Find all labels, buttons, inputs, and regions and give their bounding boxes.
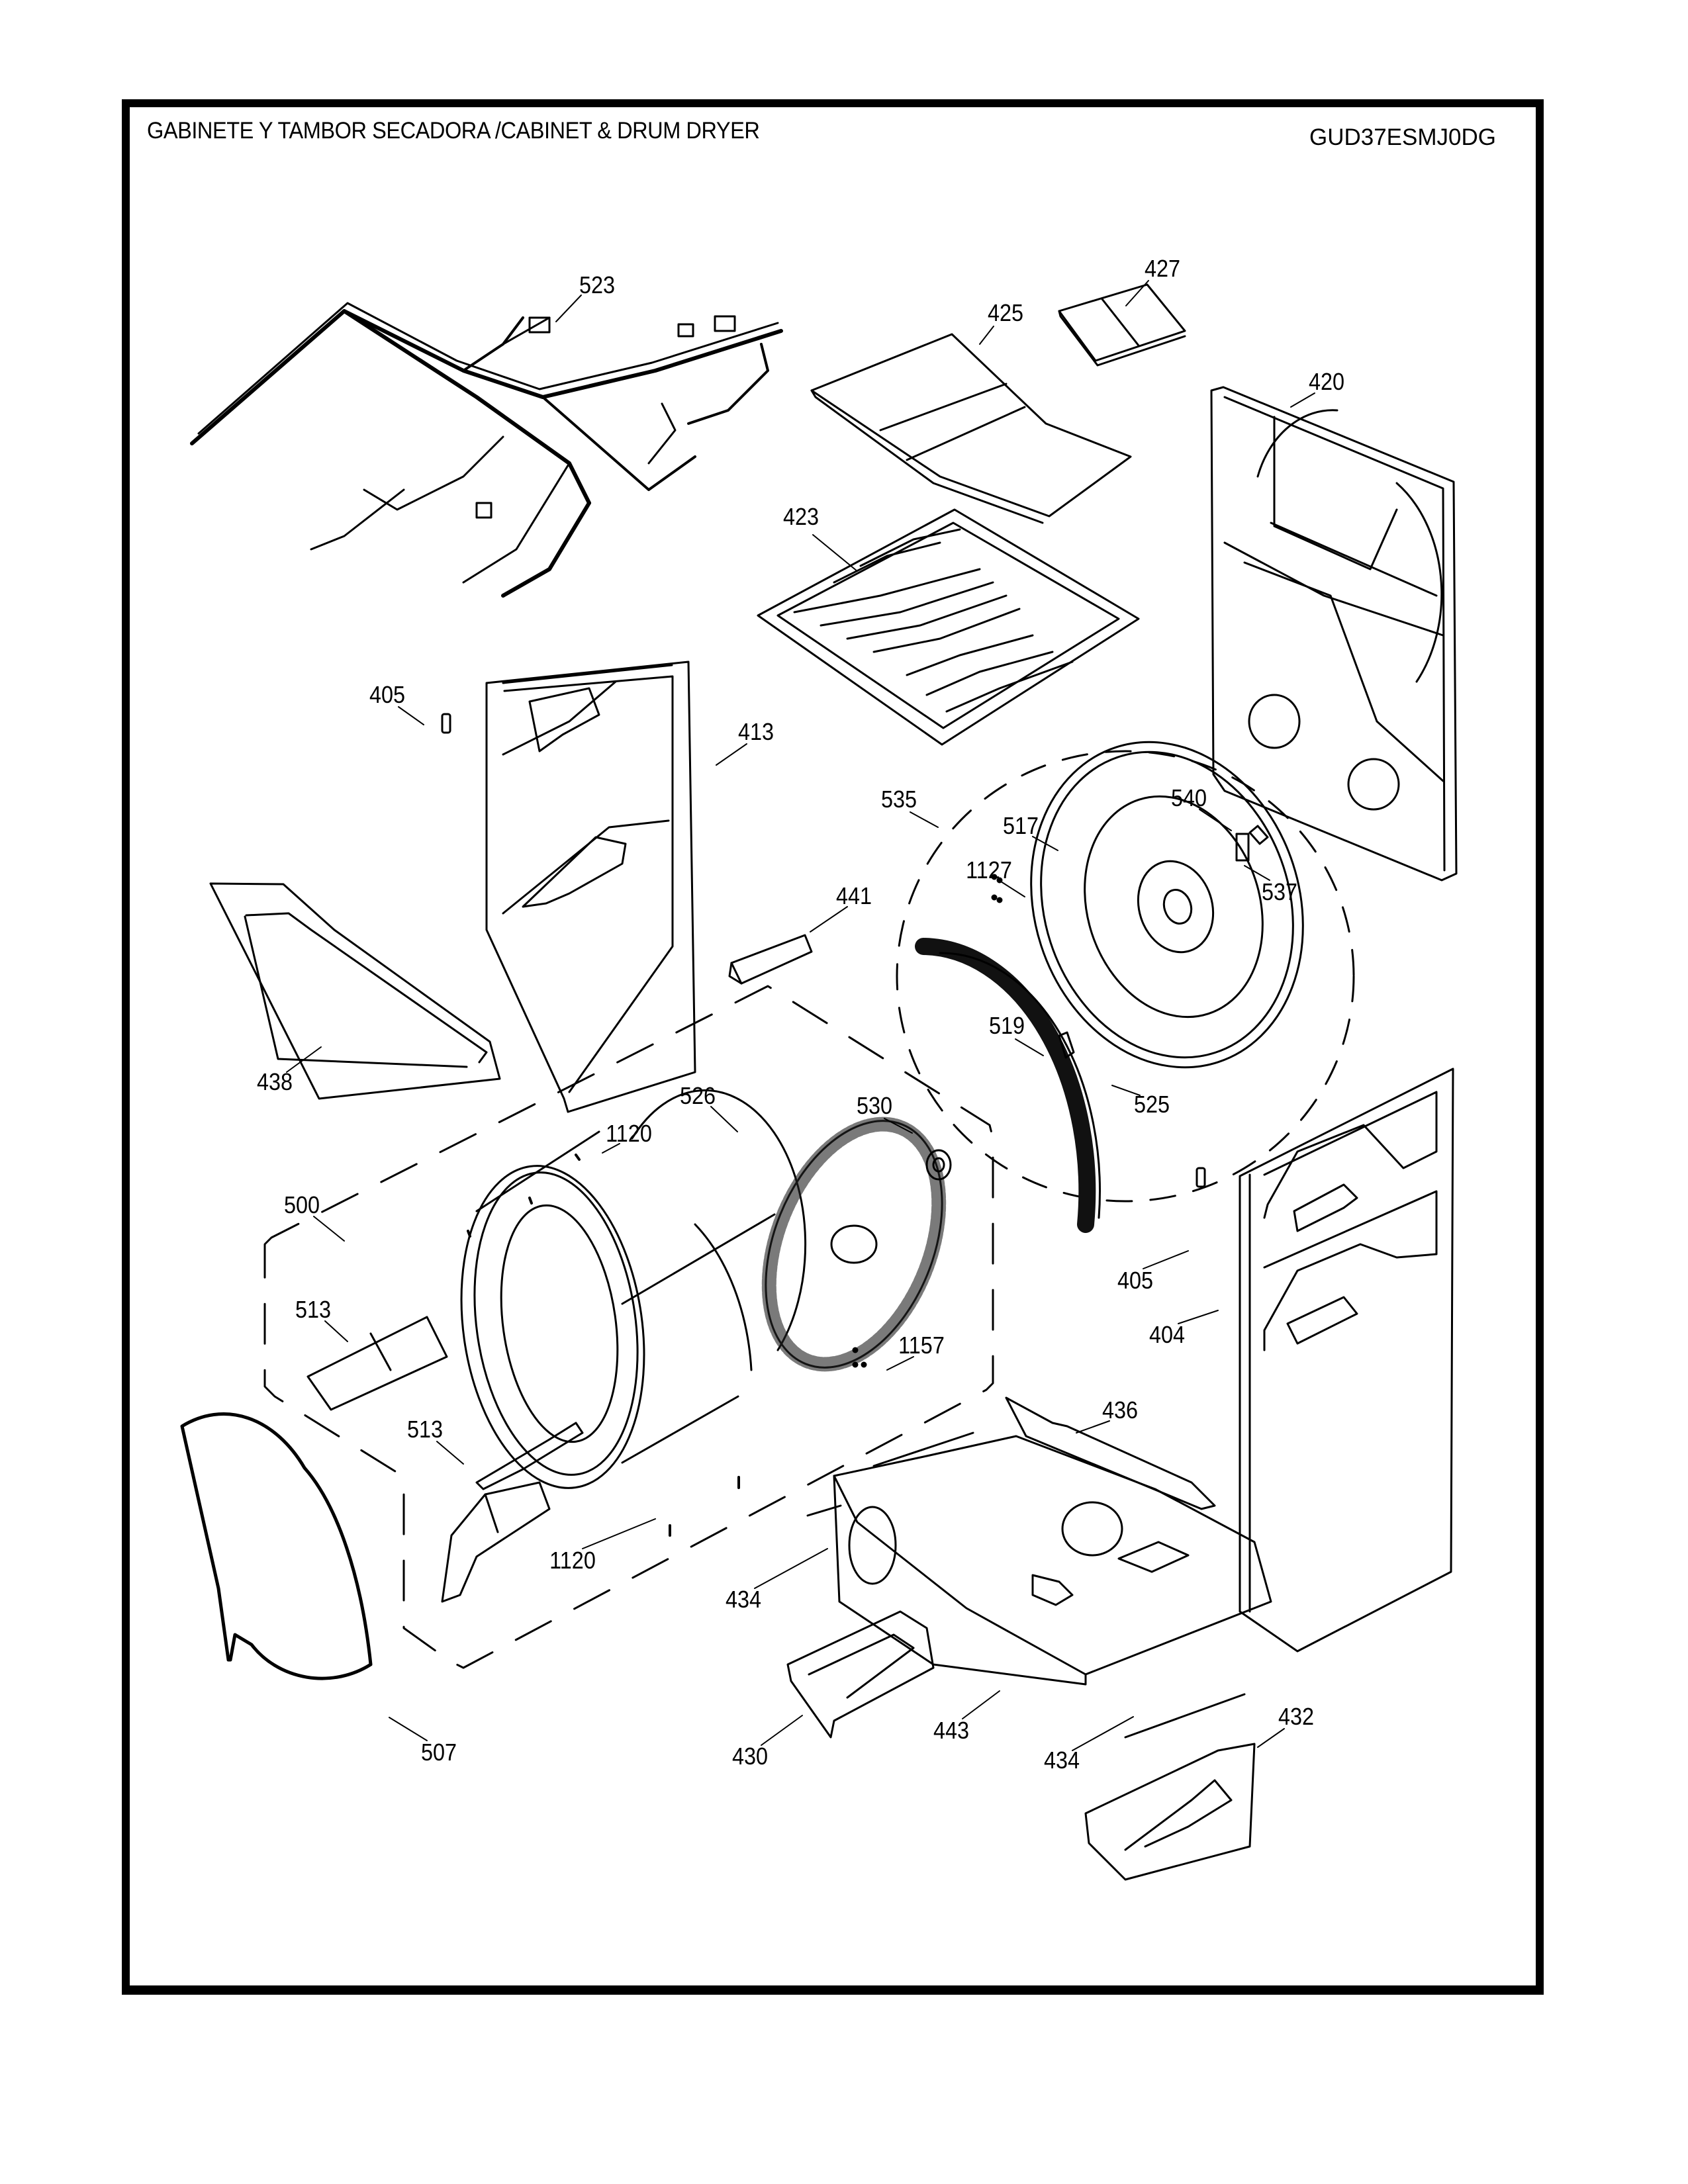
callout-405-left: 405 bbox=[369, 681, 406, 708]
callout-519: 519 bbox=[988, 1012, 1025, 1039]
callout-500: 500 bbox=[283, 1191, 320, 1218]
part-535-heater-assembly-boundary bbox=[896, 750, 1355, 1203]
part-413-side-panel-left bbox=[485, 660, 696, 1113]
callout-413: 413 bbox=[737, 718, 774, 745]
part-405-clip-left bbox=[441, 713, 451, 734]
callout-423: 423 bbox=[782, 503, 820, 530]
callout-432: 432 bbox=[1278, 1703, 1315, 1730]
callout-530: 530 bbox=[856, 1092, 893, 1119]
part-drum bbox=[460, 1089, 807, 1489]
callout-526: 526 bbox=[679, 1082, 716, 1109]
part-513-baffle-lower bbox=[441, 1481, 551, 1603]
part-430-base-side-left bbox=[786, 1610, 935, 1739]
part-500-drum-assembly-boundary bbox=[263, 985, 994, 1669]
callout-517: 517 bbox=[1002, 812, 1039, 839]
part-404-side-panel-right bbox=[1239, 1068, 1454, 1653]
callout-441: 441 bbox=[835, 882, 872, 909]
callout-420: 420 bbox=[1308, 368, 1345, 395]
callout-438: 438 bbox=[256, 1068, 293, 1095]
part-519-heater-clip bbox=[1058, 1031, 1075, 1059]
callout-1120-top: 1120 bbox=[606, 1120, 652, 1147]
diagram-title: GABINETE Y TAMBOR SECADORA /CABINET & DR… bbox=[147, 118, 760, 144]
part-537-thermal-fuse bbox=[1235, 833, 1250, 862]
callout-540: 540 bbox=[1170, 784, 1207, 811]
part-540-thermostat bbox=[1248, 825, 1269, 845]
callout-507: 507 bbox=[420, 1739, 457, 1766]
callout-513-upper: 513 bbox=[295, 1296, 332, 1323]
callout-525: 525 bbox=[1133, 1091, 1170, 1118]
callout-443: 443 bbox=[933, 1717, 970, 1744]
part-425-top-cover bbox=[810, 333, 1132, 524]
callout-436: 436 bbox=[1102, 1396, 1139, 1424]
callout-537: 537 bbox=[1261, 878, 1298, 905]
part-405-clip-right bbox=[1196, 1167, 1206, 1188]
callout-425: 425 bbox=[987, 299, 1024, 326]
part-525-heating-element bbox=[915, 938, 1101, 1233]
part-513-baffle-upper bbox=[306, 1316, 448, 1411]
part-438-front-frame bbox=[209, 882, 501, 1100]
part-530-bearing bbox=[925, 1149, 952, 1181]
part-507-drum-seal bbox=[180, 1412, 373, 1680]
part-423-top-tray bbox=[757, 508, 1140, 746]
callout-535: 535 bbox=[880, 786, 917, 813]
leader-lines bbox=[286, 280, 1315, 1751]
callout-405-right: 405 bbox=[1117, 1267, 1154, 1294]
callout-430: 430 bbox=[731, 1743, 769, 1770]
part-420-rear-panel bbox=[1210, 386, 1458, 882]
part-427-panel bbox=[1058, 283, 1186, 367]
part-436-rear-bracket bbox=[1005, 1396, 1216, 1510]
model-number: GUD37ESMJ0DG bbox=[1309, 124, 1496, 150]
part-1120-screws bbox=[467, 1154, 740, 1537]
callout-523: 523 bbox=[579, 271, 616, 298]
part-513-baffle-mid bbox=[475, 1422, 584, 1490]
part-523-wire-harness bbox=[190, 302, 783, 598]
callout-1120-bottom: 1120 bbox=[549, 1547, 596, 1574]
callout-434-right: 434 bbox=[1043, 1747, 1080, 1774]
part-443-base-chassis bbox=[833, 1435, 1272, 1686]
callout-1127: 1127 bbox=[966, 856, 1012, 884]
callout-434-left: 434 bbox=[725, 1586, 762, 1613]
part-1157-screws bbox=[852, 1347, 867, 1368]
part-432-base-side-right bbox=[1084, 1743, 1256, 1881]
part-434-strips bbox=[806, 1432, 1246, 1739]
part-517-heater-housing bbox=[1030, 741, 1304, 1069]
callout-513-lower: 513 bbox=[406, 1416, 444, 1443]
drawing-border bbox=[122, 99, 1544, 1995]
part-441-bracket bbox=[728, 934, 813, 985]
callout-427: 427 bbox=[1144, 255, 1181, 282]
callout-1157: 1157 bbox=[898, 1332, 945, 1359]
callout-404: 404 bbox=[1149, 1321, 1186, 1348]
